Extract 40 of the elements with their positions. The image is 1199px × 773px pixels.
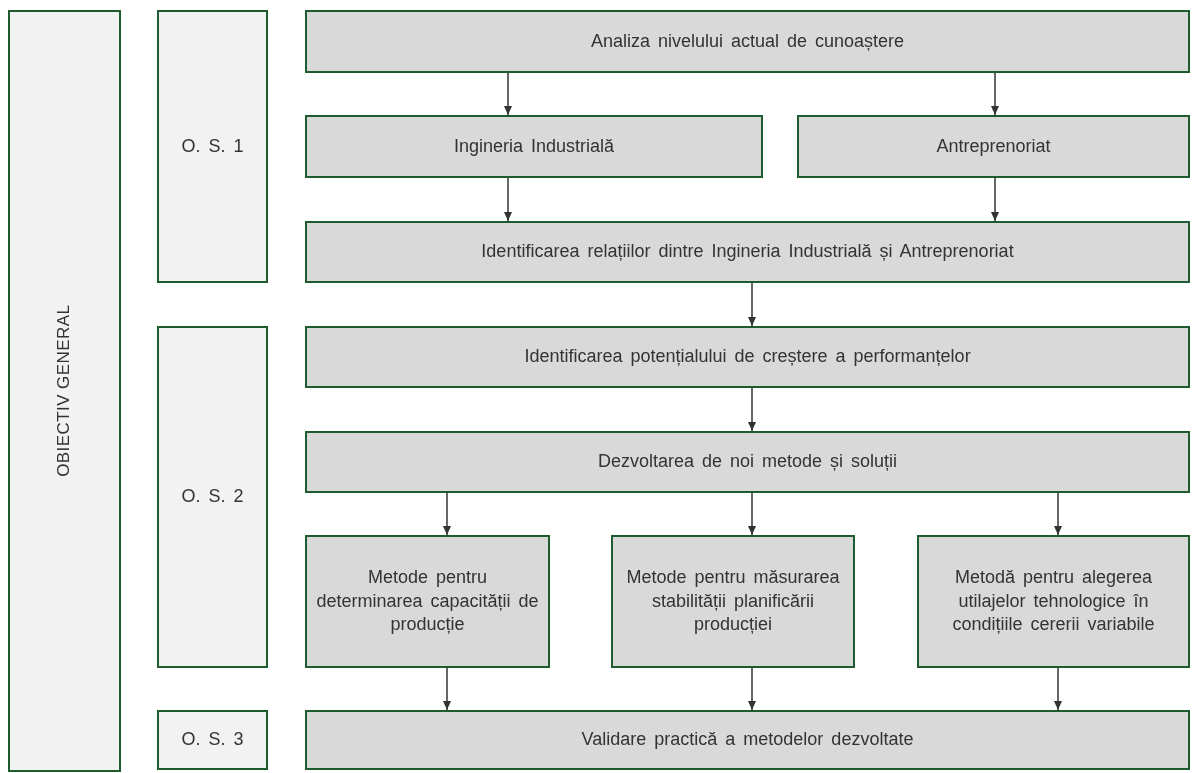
arrow bbox=[504, 177, 512, 222]
box-label: Dezvoltarea de noi metode și soluții bbox=[596, 450, 899, 474]
process-box bbox=[305, 431, 1190, 493]
box-label: Validare practică a metodelor dezvoltate bbox=[580, 728, 915, 752]
box-label: O. S. 1 bbox=[180, 134, 245, 158]
objective-box bbox=[157, 326, 268, 668]
box-label: Ingineria Industrială bbox=[452, 134, 616, 158]
process-box bbox=[305, 115, 763, 178]
box-label: Identificarea relațiilor dintre Ingineria Industrială și Antreprenoriat bbox=[480, 240, 1015, 264]
process-box bbox=[305, 535, 550, 668]
box-label: Antreprenoriat bbox=[935, 134, 1052, 158]
box-label: Identificarea potențialului de creștere a performanțelor bbox=[523, 345, 972, 369]
arrow bbox=[748, 282, 756, 327]
arrow bbox=[504, 72, 512, 116]
objective-box bbox=[157, 10, 268, 283]
arrow bbox=[443, 667, 451, 711]
process-box bbox=[917, 535, 1190, 668]
arrow bbox=[1054, 667, 1062, 711]
process-box bbox=[305, 326, 1190, 388]
box-label: O. S. 2 bbox=[180, 485, 245, 509]
arrow bbox=[991, 177, 999, 222]
box-label: O. S. 3 bbox=[180, 728, 245, 752]
box-label: Metodă pentru alegerea utilajelor tehnologice în condițiile cererii variabile bbox=[951, 566, 1156, 637]
objective-box bbox=[8, 10, 121, 772]
arrow bbox=[443, 492, 451, 536]
process-box bbox=[305, 710, 1190, 770]
box-label: Metode pentru măsurarea stabilității planificării producției bbox=[625, 566, 841, 637]
arrow bbox=[748, 387, 756, 432]
objective-box bbox=[157, 710, 268, 770]
objective-label: OBIECTIV GENERAL bbox=[53, 304, 75, 478]
arrow bbox=[748, 667, 756, 711]
process-box bbox=[305, 10, 1190, 73]
box-label: Analiza nivelului actual de cunoaștere bbox=[589, 29, 906, 53]
process-box bbox=[797, 115, 1190, 178]
process-box bbox=[305, 221, 1190, 283]
arrow bbox=[991, 72, 999, 116]
arrow bbox=[1054, 492, 1062, 536]
process-box bbox=[611, 535, 855, 668]
box-label: Metode pentru determinarea capacității de producție bbox=[315, 566, 540, 637]
arrow bbox=[748, 492, 756, 536]
